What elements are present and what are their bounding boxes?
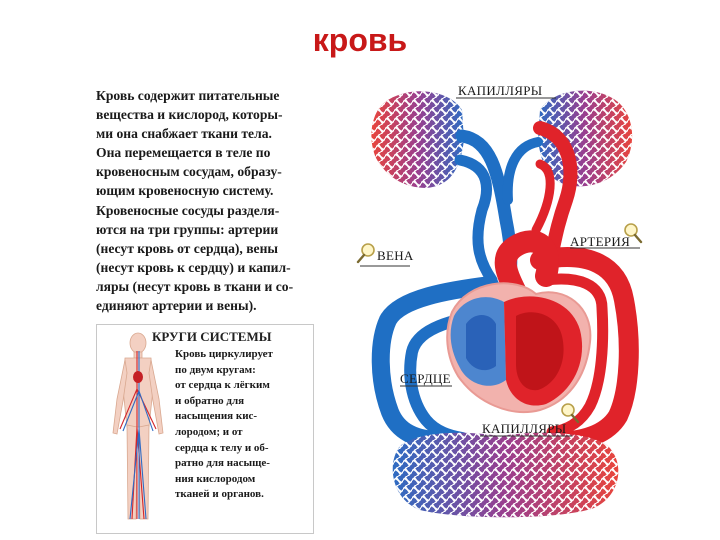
circulation-inset: КРУГИ СИСТЕМЫ Кровь циркулирует по двум … bbox=[96, 324, 314, 534]
right-lung-capillaries bbox=[538, 90, 633, 187]
main-text-line: кровеносным сосудам, образу- bbox=[96, 164, 282, 180]
label-vein: ВЕНА bbox=[377, 248, 414, 263]
label-leader-lines bbox=[360, 97, 640, 437]
inset-description: Кровь циркулирует по двум кругам: от сер… bbox=[175, 347, 313, 503]
lower-capillaries bbox=[392, 432, 619, 518]
systemic-loop bbox=[371, 247, 639, 452]
human-body-figure bbox=[112, 332, 164, 520]
circulatory-diagram bbox=[356, 90, 643, 518]
inset-text-line: Кровь циркулирует bbox=[175, 348, 273, 360]
inset-text-line: от сердца к лёгким bbox=[175, 379, 270, 392]
inset-text-line: тканей и органов. bbox=[175, 488, 264, 501]
main-text-line: вещества и кислород, которы- bbox=[96, 107, 283, 123]
page-title: кровь bbox=[312, 22, 408, 58]
main-text-line: ющим кровеносную систему. bbox=[96, 183, 274, 199]
main-text-line: Она перемещается в теле по bbox=[96, 145, 271, 161]
inset-text-line: ния кислородом bbox=[175, 472, 256, 485]
magnifier-icon bbox=[561, 403, 580, 424]
inset-text-line: лородом; и от bbox=[175, 425, 243, 438]
label-capillaries-bottom: КАПИЛЛЯРЫ bbox=[482, 421, 567, 436]
inset-title: КРУГИ СИСТЕМЫ bbox=[152, 329, 272, 344]
main-text-line: Кровеносные сосуды разделя- bbox=[96, 202, 280, 218]
main-text-line: (несут кровь к сердцу) и капил- bbox=[96, 259, 291, 275]
main-description: Кровь содержит питательные вещества и ки… bbox=[96, 86, 358, 315]
left-lung-capillaries bbox=[371, 91, 464, 188]
inset-text-line: и обратно для bbox=[175, 394, 245, 407]
inset-text-line: по двум кругам: bbox=[175, 363, 256, 376]
magnifier-icon bbox=[624, 223, 643, 244]
inset-text-line: насыщения кис- bbox=[175, 410, 258, 423]
main-text-line: ми она снабжает ткани тела. bbox=[96, 126, 272, 142]
magnifier-icon bbox=[356, 243, 375, 264]
inset-text-line: сердца к телу и об- bbox=[175, 441, 269, 454]
main-text-line: (несут кровь от сердца), вены bbox=[96, 240, 279, 256]
main-text-line: Кровь содержит питательные bbox=[96, 88, 280, 103]
label-artery: АРТЕРИЯ bbox=[570, 234, 631, 249]
label-heart: СЕРДЦЕ bbox=[400, 371, 451, 386]
main-text-line: ляры (несут кровь в ткани и со- bbox=[96, 278, 294, 294]
main-text-line: ются на три группы: артерии bbox=[96, 221, 279, 237]
heart bbox=[446, 282, 592, 414]
main-text-line: единяют артерии и вены). bbox=[96, 298, 257, 314]
label-capillaries-top: КАПИЛЛЯРЫ bbox=[458, 83, 543, 98]
inset-text-line: ратно для насыще- bbox=[175, 457, 270, 470]
